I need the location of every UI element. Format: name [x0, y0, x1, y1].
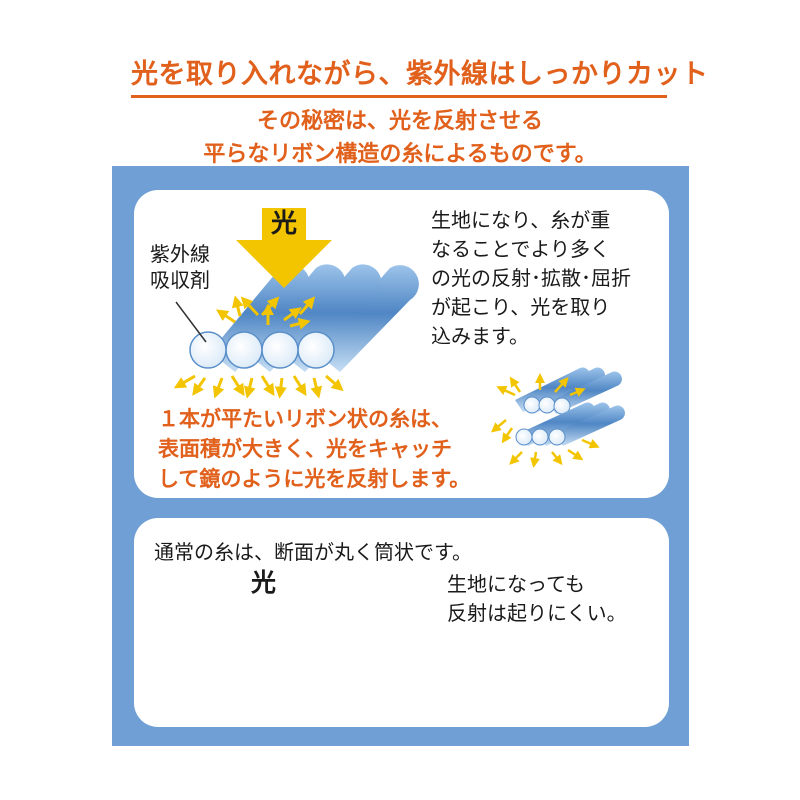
uv-absorber-label-line-1: 紫外線	[150, 242, 210, 266]
round-fiber-description-line: 反射は起りにくい。	[447, 601, 627, 625]
fabric-description-line: 込みます。	[431, 324, 529, 348]
fabric-description-line: の光の反射･拡散･屈折	[431, 266, 631, 290]
round-fiber-description: 生地になっても 反射は起りにくい。	[447, 570, 627, 628]
light-label-bottom: 光	[251, 568, 277, 597]
fabric-description-line: なることでより多く	[431, 237, 610, 261]
light-label: 光	[271, 209, 298, 239]
ribbon-explanation: １本が平たいリボン状の糸は、 表面積が大きく、光をキャッチ して鏡のように光を反…	[158, 404, 470, 494]
subtitle-line-1: その秘密は、光を反射させる	[256, 109, 543, 134]
ribbon-explanation-line: 表面積が大きく、光をキャッチ	[158, 437, 452, 461]
ribbon-fibers	[189, 264, 419, 372]
uv-absorber-pointer	[175, 301, 207, 343]
reflection-arrows-top	[216, 295, 316, 330]
ribbon-explanation-line: して鏡のように光を反射します。	[158, 467, 471, 491]
stacked-ribbon-fabric	[490, 367, 625, 468]
light-arrow	[236, 208, 332, 288]
uv-absorber-label-line-2: 吸収剤	[150, 268, 210, 292]
round-fiber-description-line: 生地になっても	[447, 572, 585, 596]
round-fiber-caption: 通常の糸は、断面が丸く筒状です。	[154, 540, 472, 564]
subtitle-line-2: 平らなリボン構造の糸によるものです。	[203, 142, 597, 167]
fabric-description-line: 生地になり、糸が重	[431, 208, 611, 232]
round-fiber-card	[134, 518, 669, 727]
fabric-description-line: が起こり、光を取り	[431, 295, 611, 319]
page-title: 光を取り入れながら、紫外線はしっかりカット	[131, 59, 709, 90]
ribbon-explanation-line: １本が平たいリボン状の糸は、	[158, 407, 452, 431]
title-underline	[131, 95, 667, 98]
fabric-description: 生地になり、糸が重 なることでより多く の光の反射･拡散･屈折 が起こり、光を取…	[431, 206, 631, 351]
reflection-arrows-bottom	[173, 374, 344, 399]
